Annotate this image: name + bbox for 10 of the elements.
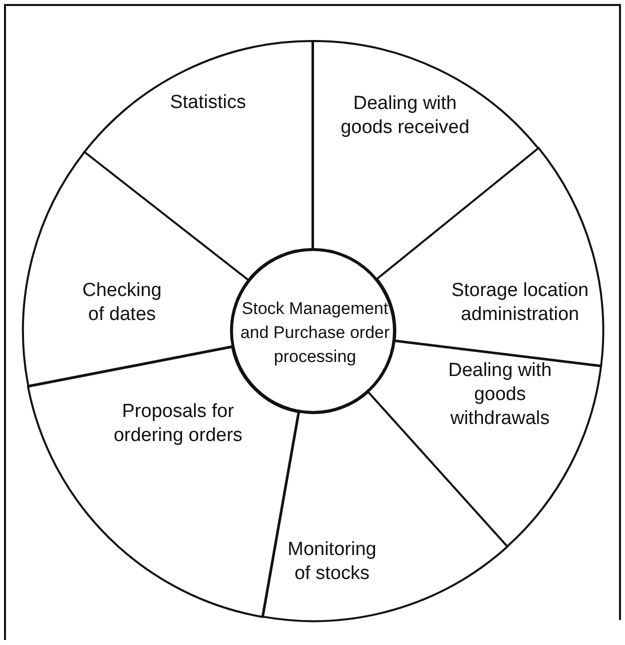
segment-label: Dealing with goods received	[340, 92, 470, 140]
segment-label: Storage location administration	[450, 278, 590, 327]
segment-label: Checking of dates	[81, 278, 163, 327]
segment-label: Dealing with goods withdrawals	[447, 358, 553, 431]
wheel-segment	[83, 40, 314, 282]
segment-label: Monitoring of stocks	[286, 538, 378, 586]
center-label: Stock Management and Purchase order processing	[240, 298, 390, 368]
wheel-segment	[312, 40, 540, 280]
segment-label: Proposals for ordering orders	[112, 400, 244, 448]
segment-label: Statistics	[168, 91, 247, 115]
